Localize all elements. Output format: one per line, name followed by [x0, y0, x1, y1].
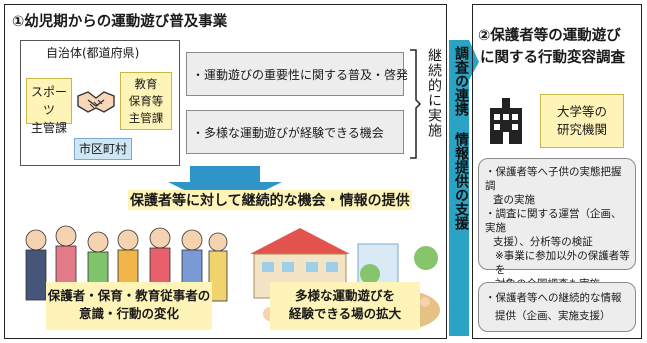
- task-line-2: 査の実施: [493, 194, 535, 206]
- outcome-left-line2: 意識・行動の変化: [78, 306, 179, 321]
- city-box: 市区町村: [74, 138, 132, 160]
- municipality-label: 自治体(都道府県): [46, 46, 140, 60]
- section2-title-line2: に関する行動変容調査: [480, 50, 625, 66]
- info-box: ・保護者等への継続的な情報 提供（企画、実施支援）: [478, 282, 636, 332]
- task-line-4: 支援）、分析等の検証: [493, 236, 593, 248]
- connector-label: 調査の連携 情報提供の支援: [453, 46, 469, 230]
- research-org-line1: 大学等の: [556, 104, 607, 119]
- task-line-1: ・保護者等へ子供の実態把握調: [485, 166, 622, 192]
- outcome-left-box: 保護者・保育・教育従事者の 意識・行動の変化: [46, 282, 212, 330]
- bullet-2: ・多様な運動遊びが経験できる機会: [192, 126, 384, 140]
- connector-arrow: [447, 40, 481, 336]
- section1-title: ①幼児期からの運動遊び普及事業: [12, 14, 228, 30]
- building-icon: [484, 96, 528, 146]
- continuous-label: 継続的に実施: [426, 48, 442, 138]
- sports-dept-line2: 主管課: [30, 121, 67, 135]
- bullet-1: ・運動遊びの重要性に関する普及・啓発: [192, 68, 409, 82]
- task-line-5: ※事業に参加以外の保護者等を: [495, 250, 630, 276]
- edu-dept-line3: 主管課: [128, 111, 164, 125]
- sports-dept-box: スポーツ 主管課: [26, 78, 72, 135]
- down-arrow: [160, 166, 290, 210]
- sports-dept-line1: スポーツ: [30, 85, 67, 117]
- bullet-box-1: [186, 52, 404, 96]
- info-line-2: 提供（企画、実施支援）: [495, 310, 611, 322]
- outcome-right-line2: 経験できる場の拡大: [288, 306, 402, 321]
- provision-banner: 保護者等に対して継続的な機会・情報の提供: [128, 190, 412, 210]
- section1-frame: [4, 4, 447, 339]
- handshake-icon: [76, 86, 116, 118]
- outcome-right-box: 多様な運動遊びを 経験できる場の拡大: [270, 282, 420, 330]
- task-line-3: ・調査に関する運営（企画、実施: [485, 208, 622, 234]
- section2-title-line1: ②保護者等の運動遊び: [478, 28, 621, 44]
- edu-dept-line1: 教育: [134, 77, 158, 91]
- edu-dept-line2: 保育等: [128, 94, 164, 108]
- tasks-box: ・保護者等へ子供の実態把握調 査の実施 ・調査に関する運営（企画、実施 支援）、…: [478, 158, 636, 290]
- research-org-line2: 研究機関: [556, 122, 607, 137]
- outcome-left-line1: 保護者・保育・教育従事者の: [47, 288, 211, 303]
- bullet-box-2: [186, 110, 404, 154]
- info-line-1: ・保護者等への継続的な情報: [485, 292, 622, 304]
- city-label: 市区町村: [78, 142, 127, 156]
- edu-dept-box: 教育 保育等 主管課: [120, 72, 172, 130]
- bracket: [408, 48, 422, 160]
- section2-frame: [472, 4, 642, 339]
- municipality-box: [20, 40, 180, 166]
- research-org-box: 大学等の 研究機関: [540, 94, 624, 148]
- outcome-right-line1: 多様な運動遊びを: [294, 288, 395, 303]
